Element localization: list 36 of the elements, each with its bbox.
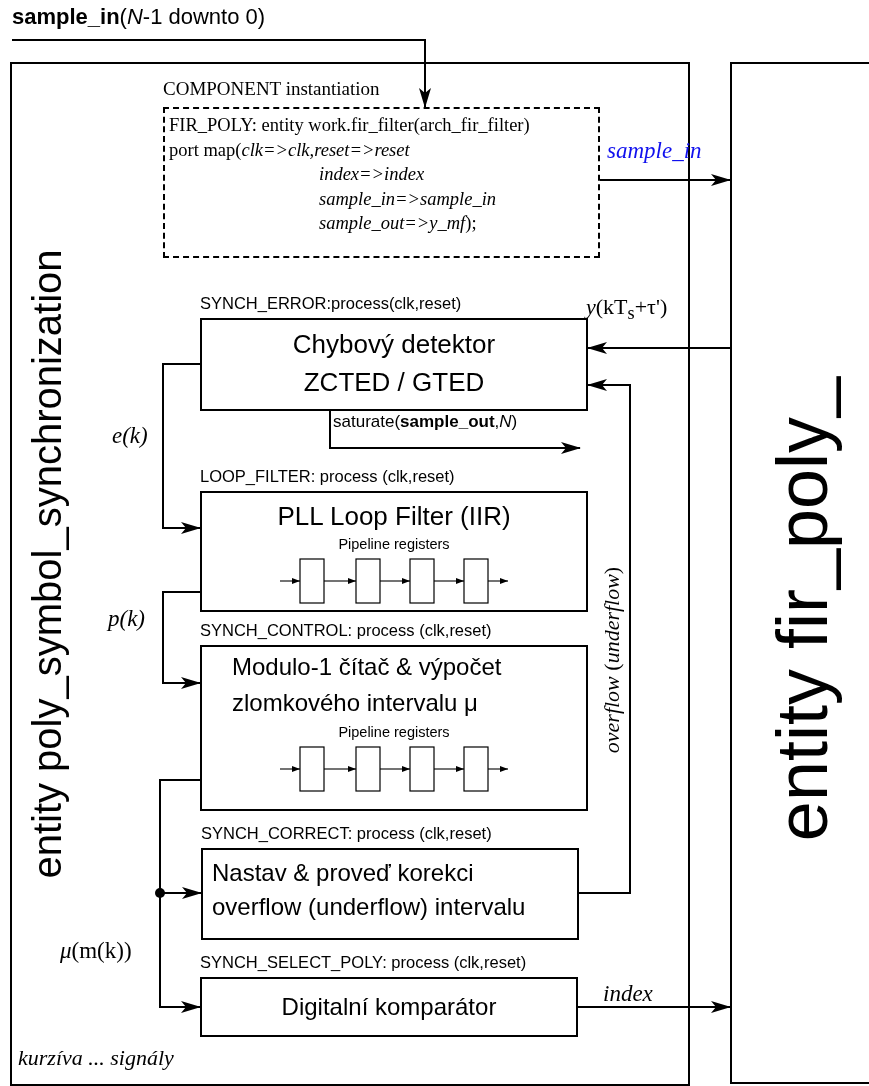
process-label: Digitalní komparátor <box>281 992 497 1022</box>
process-label: Nastav & proveď korekci overflow (underflow) intervalu <box>212 858 527 922</box>
process-label: Modulo-1 čítač & výpočet zlomkového intervalu μ <box>232 652 503 718</box>
note-text: kurzíva ... signály <box>18 1046 174 1071</box>
edge-label: p(k) <box>108 606 146 632</box>
arrow <box>577 1001 731 1013</box>
arrow <box>587 342 731 354</box>
process-label: Pipeline registers <box>338 723 450 741</box>
code-line: sample_out=>y_mf); <box>318 212 478 235</box>
edge-label: μ(m(k)) <box>60 938 132 964</box>
arrow <box>329 410 581 454</box>
arrow <box>162 363 201 534</box>
component-heading: COMPONENT instantiation <box>163 79 380 99</box>
entity-title: entity poly_symbol_synchronization <box>27 249 67 879</box>
arrow <box>599 174 731 186</box>
edge-label: sample_in(N-1 downto 0) <box>12 5 266 30</box>
process-heading: SYNCH_SELECT_POLY: process (clk,reset) <box>200 952 527 972</box>
arrow <box>162 591 201 689</box>
arrow <box>11 39 431 108</box>
entity-box <box>730 62 869 1084</box>
code-line: index=>index <box>318 163 426 186</box>
process-heading: SYNCH_ERROR:process(clk,reset) <box>200 293 462 313</box>
process-heading: SYNCH_CONTROL: process (clk,reset) <box>200 620 492 640</box>
edge-label: overflow (underflow) <box>599 566 625 754</box>
arrow <box>578 379 631 894</box>
process-label: PLL Loop Filter (IIR) <box>277 500 511 533</box>
edge-label: saturate(sample_out,N) <box>333 413 518 432</box>
process-label: Pipeline registers <box>338 535 450 553</box>
code-line: FIR_POLY: entity work.fir_filter(arch_fir_filter) <box>169 114 531 137</box>
edge-label: e(k) <box>112 423 148 449</box>
code-line: sample_in=>sample_in <box>318 187 498 211</box>
process-label: Chybový detektor ZCTED / GTED <box>291 328 497 399</box>
code-line: port map(clk=>clk,reset=>reset <box>169 138 411 162</box>
process-heading: LOOP_FILTER: process (clk,reset) <box>200 466 455 486</box>
process-heading: SYNCH_CORRECT: process (clk,reset) <box>201 823 492 843</box>
edge-label: index <box>603 981 653 1007</box>
